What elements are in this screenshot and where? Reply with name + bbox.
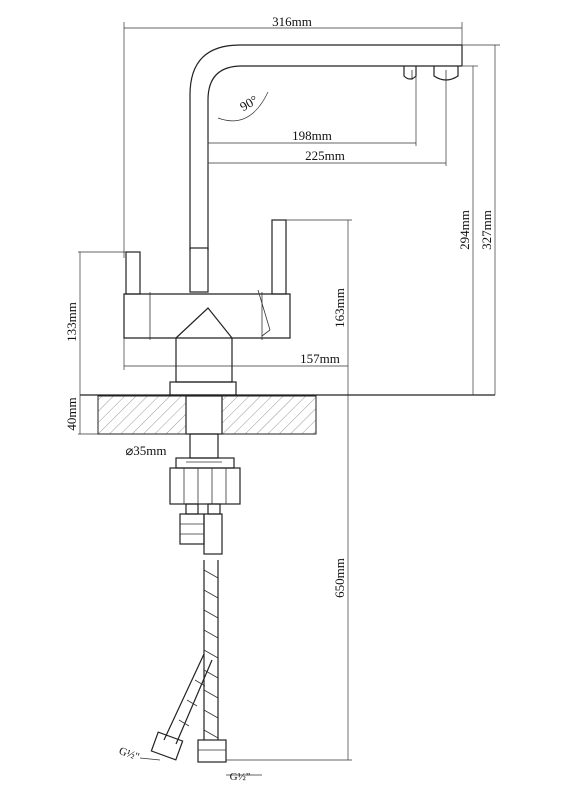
dim-spout-height-inner: 294mm (457, 210, 472, 250)
angle-arc (217, 91, 269, 122)
dim-shank-diameter: ⌀35mm (125, 443, 166, 458)
countertop (97, 395, 317, 435)
dim-outer-reach: 225mm (305, 148, 345, 163)
dim-body-width: 157mm (300, 351, 340, 366)
shank-and-connectors (169, 433, 241, 555)
dim-thread-right: G½" (230, 771, 251, 783)
dim-inner-reach: 198mm (292, 128, 332, 143)
faucet-body (123, 219, 291, 396)
dim-body-height: 163mm (332, 288, 347, 328)
dim-handle-height: 133mm (64, 302, 79, 342)
hoses (150, 560, 227, 763)
dim-spout-height-total: 327mm (479, 210, 494, 250)
dim-spout-reach: 316mm (272, 14, 312, 29)
dim-angle: 90° (237, 92, 260, 114)
dim-counter-thickness: 40mm (64, 397, 79, 430)
dimension-lines (78, 22, 500, 776)
dim-thread-left: G½" (117, 745, 141, 763)
dim-hose-length: 650mm (332, 558, 347, 598)
